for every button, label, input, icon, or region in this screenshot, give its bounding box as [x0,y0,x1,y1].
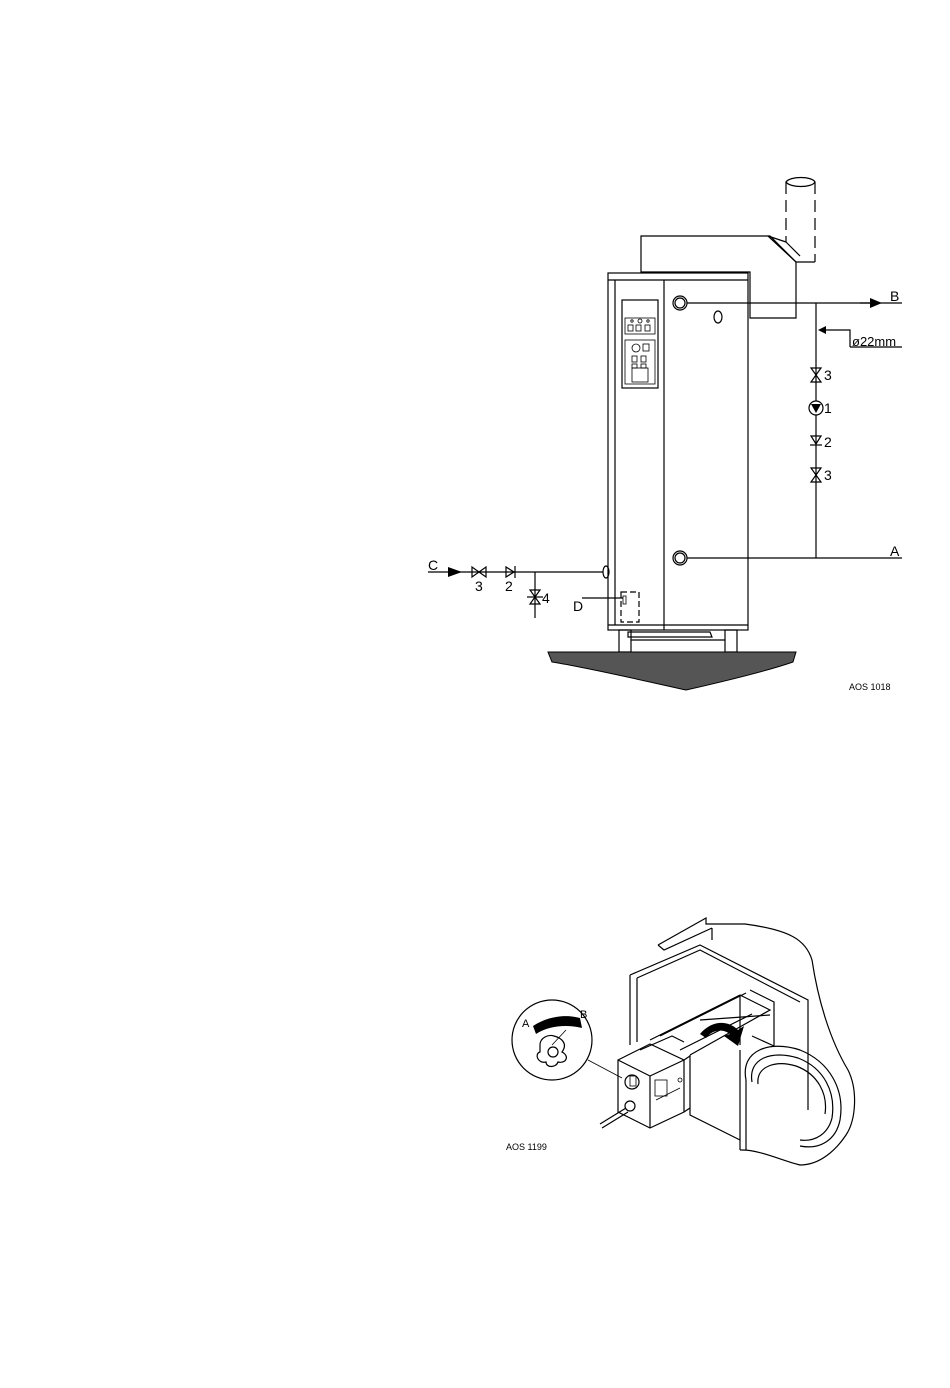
circulation-pump [809,401,823,415]
label-pipe-size: ø22mm [852,334,896,349]
label-valve-bottom: 3 [824,467,832,483]
dial-detail: A B [512,1000,622,1080]
label-check-valve: 2 [824,434,832,450]
dial-knob [537,1035,566,1066]
dial-label-a: A [522,1018,530,1030]
label-inlet-check: 2 [505,578,513,594]
flue-pipe [641,178,815,319]
label-pump: 1 [824,400,832,416]
damper-actuator [600,1036,690,1128]
label-outlet-b: B [890,288,899,304]
drain-valve [582,592,639,622]
ground-base [548,652,796,690]
label-drain-d: D [573,598,583,614]
dial-label-b: B [580,1009,587,1021]
label-valve-top: 3 [824,367,832,383]
label-return-a: A [890,543,900,559]
figure1-reference: AOS 1018 [849,682,891,692]
figure2-reference: AOS 1199 [506,1142,547,1152]
outlet-pipe [687,298,902,308]
water-heater-figure: B ø22mm 3 1 2 3 A C 3 2 4 D AOS 1018 [428,178,902,693]
damper-figure: A B AOS 1199 [506,918,855,1165]
label-inlet-valve: 3 [475,578,483,594]
dial-scale [533,1016,582,1034]
heater-body [608,273,748,652]
flue-opening [745,1046,841,1150]
label-relief-valve: 4 [542,590,550,606]
rotation-arrow [700,1023,744,1046]
label-inlet-c: C [428,557,438,573]
sight-glass [714,311,722,323]
control-panel [622,300,658,388]
